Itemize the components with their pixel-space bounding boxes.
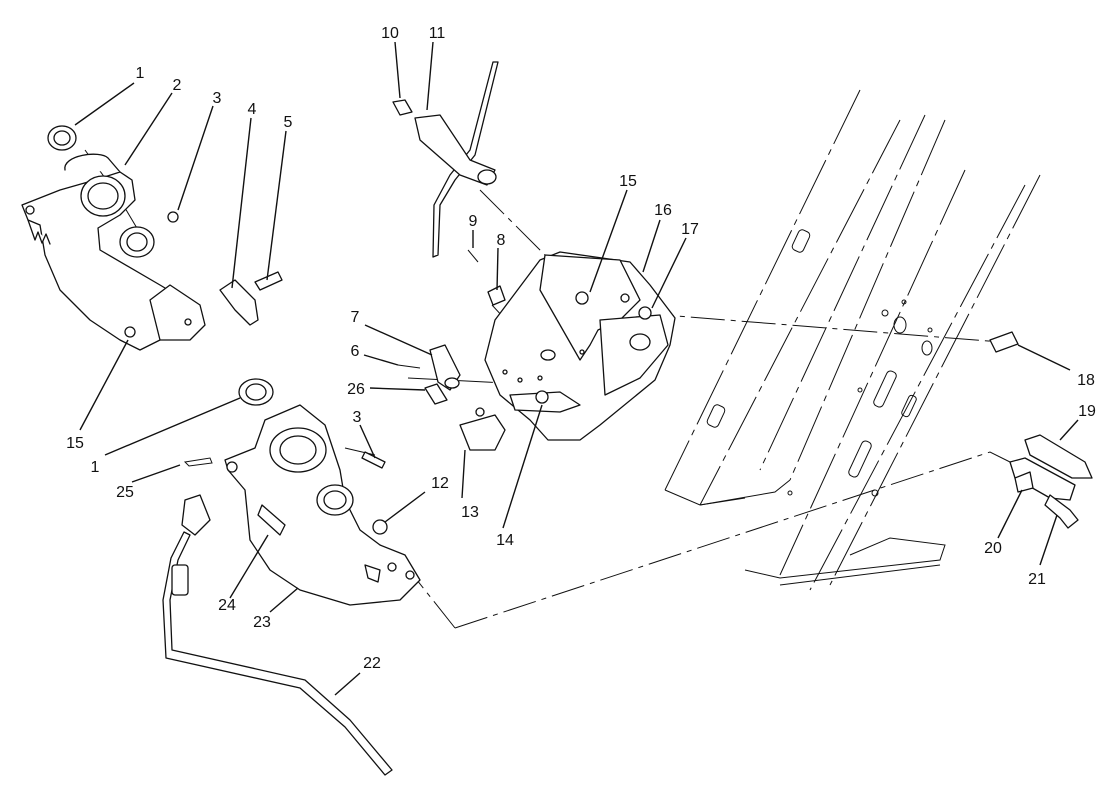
callout-20: 20	[984, 540, 1002, 557]
callout-25: 25	[116, 484, 134, 501]
callout-23: 23	[253, 614, 271, 631]
callout-15: 15	[66, 435, 84, 452]
nut-part-17	[638, 306, 652, 320]
callout-21: 21	[1028, 571, 1046, 588]
bolt-part-5	[254, 271, 283, 291]
callout-16: 16	[654, 202, 672, 219]
frame-rails	[664, 89, 1041, 591]
callout-26: 26	[347, 381, 365, 398]
callout-1-lower: 1	[91, 459, 100, 476]
cotter-part-6	[397, 364, 421, 369]
callout-2: 2	[173, 77, 182, 94]
nut-part-3	[167, 211, 179, 223]
callout-13: 13	[461, 504, 479, 521]
callout-10: 10	[381, 25, 399, 42]
washer-part-20	[1014, 471, 1034, 493]
callout-11: 11	[429, 25, 446, 42]
callout-7: 7	[351, 309, 360, 326]
callout-22: 22	[363, 655, 381, 672]
leader-lines	[74, 41, 1079, 696]
bolt-part-21	[1044, 494, 1079, 529]
cotter-part-25	[183, 457, 213, 467]
rod-part-22	[162, 531, 393, 776]
pin-part-9	[467, 249, 479, 263]
callout-6: 6	[351, 343, 360, 360]
callout-9: 9	[469, 213, 478, 230]
pin-part-24	[257, 504, 286, 536]
callout-8: 8	[497, 232, 506, 249]
callout-17: 17	[681, 221, 699, 238]
switch-part-13	[459, 414, 506, 451]
callout-12: 12	[431, 475, 449, 492]
callout-numbers: 1 2 3 4 5 15 1 25 3 12 24 23 22 10 11 9 …	[66, 25, 1096, 672]
callout-5: 5	[284, 114, 293, 131]
callout-18: 18	[1077, 372, 1095, 389]
center-bracket-assembly	[397, 251, 676, 451]
pedal-arm-assembly-lower	[181, 378, 421, 606]
callout-19: 19	[1078, 403, 1096, 420]
callout-3-lower: 3	[353, 409, 362, 426]
nut-part-14	[535, 390, 549, 404]
callout-1: 1	[136, 65, 145, 82]
bolt-part-3b	[361, 451, 386, 469]
pedal-arm-assembly-upper	[21, 125, 283, 351]
bolt-part-26	[424, 383, 448, 405]
callout-15-center: 15	[619, 173, 637, 190]
nut-part-15b	[575, 291, 589, 305]
callout-3: 3	[213, 90, 222, 107]
bolt-part-10	[392, 99, 413, 116]
bolt-part-18	[989, 331, 1019, 353]
callout-14: 14	[496, 532, 514, 549]
nut-part-12	[372, 519, 388, 535]
pin-part-8	[487, 285, 506, 306]
clip-part-19	[1024, 434, 1093, 479]
linkage-rod-part-11	[392, 61, 506, 306]
callout-4: 4	[248, 101, 257, 118]
clevis-part-4	[219, 279, 259, 326]
right-hardware	[989, 331, 1093, 529]
callout-24: 24	[218, 597, 236, 614]
